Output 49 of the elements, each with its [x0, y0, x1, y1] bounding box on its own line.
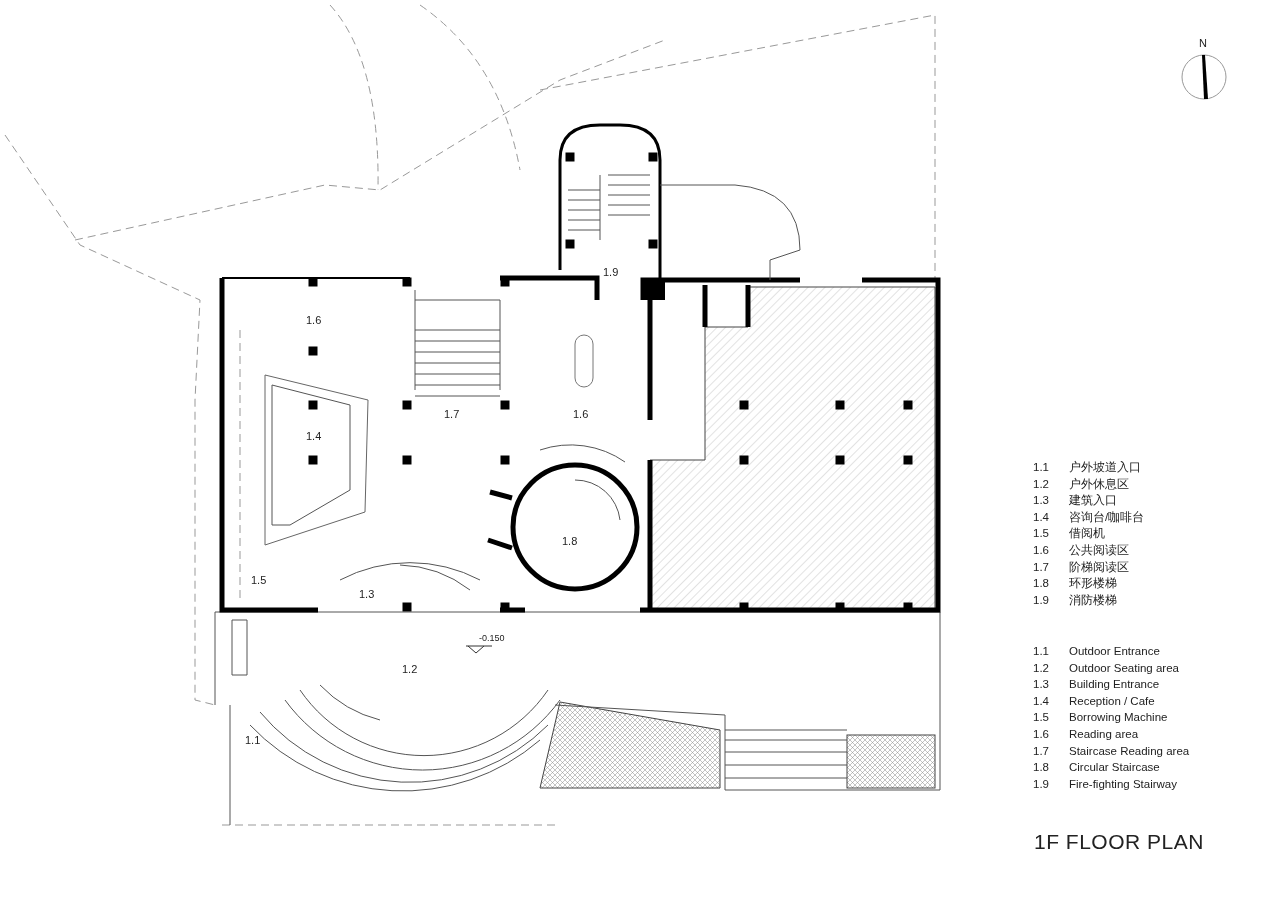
legend-text: Circular Staircase [1069, 761, 1160, 775]
legend-number: 1.7 [1033, 560, 1049, 574]
room-number: 1.6 [573, 408, 589, 421]
legend-text: Reception / Cafe [1069, 694, 1155, 708]
legend-number: 1.6 [1033, 544, 1049, 557]
legend-text: Reading area [1069, 728, 1139, 741]
legend-text: 户外休息区 [1069, 477, 1129, 491]
legend-text: Outdoor Entrance [1069, 645, 1160, 658]
room-number: 1.9 [603, 266, 619, 279]
room-number: 1.7 [444, 408, 460, 421]
plan-title: 1F FLOOR PLAN [1034, 830, 1204, 854]
legend-number: 1.3 [1033, 678, 1049, 692]
legend-number: 1.4 [1033, 694, 1049, 708]
legend-text: 公共阅读区 [1069, 544, 1129, 557]
elevation-mark: -0.150 [479, 632, 505, 645]
legend-text: 环形楼梯 [1069, 577, 1117, 591]
room-number: 1.2 [402, 663, 418, 676]
legend-number: 1.3 [1033, 494, 1049, 508]
legend-number: 1.2 [1033, 661, 1049, 675]
legend-number: 1.5 [1033, 527, 1049, 541]
legend-number: 1.7 [1033, 744, 1049, 758]
legend-text: 咨询台/咖啡台 [1069, 510, 1145, 524]
legend-text: Building Entrance [1069, 678, 1160, 692]
room-number: 1.6 [306, 314, 322, 327]
legend-text: 消防楼梯 [1069, 593, 1117, 607]
legend-text: 借阅机 [1069, 527, 1105, 541]
north-label: N [1199, 37, 1207, 50]
legend-number: 1.9 [1033, 777, 1049, 791]
legend-number: 1.1 [1033, 645, 1049, 658]
legend-text: Borrowing Machine [1069, 711, 1168, 725]
room-number: 1.8 [562, 535, 578, 548]
legend-text: 阶梯阅读区 [1069, 560, 1129, 574]
legend-number: 1.8 [1033, 577, 1049, 591]
legend-text: 建筑入口 [1069, 494, 1117, 508]
room-number: 1.4 [306, 430, 322, 443]
legend-text: Outdoor Seating area [1069, 661, 1179, 675]
legend-number: 1.2 [1033, 477, 1049, 491]
legend-number: 1.5 [1033, 711, 1049, 725]
legend-text: Staircase Reading area [1069, 744, 1190, 758]
room-number: 1.5 [251, 574, 267, 587]
legend-number: 1.1 [1033, 461, 1049, 474]
legend-number: 1.6 [1033, 728, 1049, 741]
legend-text: 户外坡道入口 [1069, 461, 1141, 474]
room-number: 1.1 [245, 734, 261, 747]
legend-text: Fire-fighting Stairway [1069, 777, 1177, 791]
legend-number: 1.8 [1033, 761, 1049, 775]
legend-number: 1.4 [1033, 510, 1049, 524]
room-number: 1.3 [359, 588, 375, 601]
legend-number: 1.9 [1033, 593, 1049, 607]
